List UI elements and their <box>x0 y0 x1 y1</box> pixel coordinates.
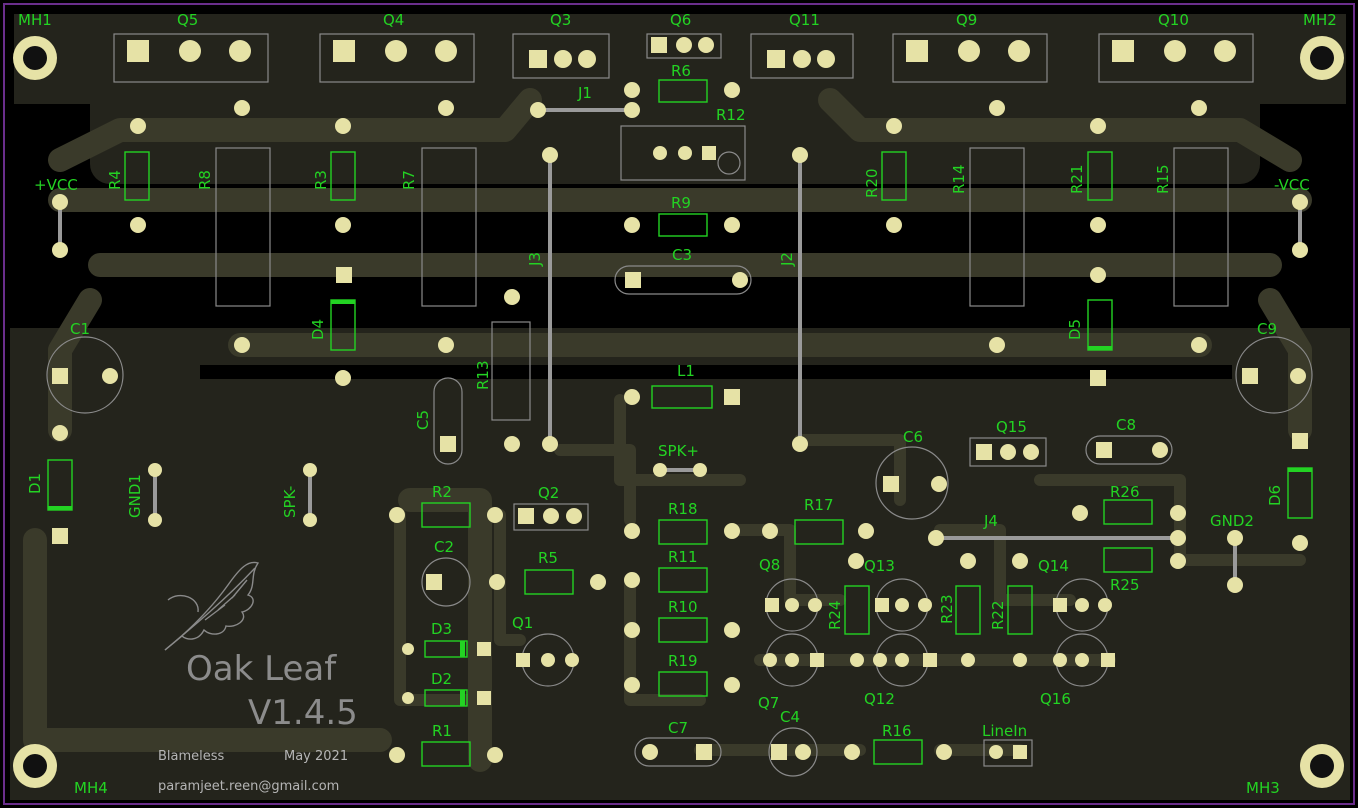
label-d6: D6 <box>1266 485 1284 506</box>
label-r10: R10 <box>668 598 698 616</box>
label-r4: R4 <box>106 170 124 190</box>
label-d1: D1 <box>26 473 44 494</box>
board-version: V1.4.5 <box>248 693 358 733</box>
label-j4: J4 <box>983 512 998 530</box>
label-r7: R7 <box>400 170 418 190</box>
label-q16: Q16 <box>1040 690 1071 708</box>
label-c1: C1 <box>70 320 90 338</box>
label-q15: Q15 <box>996 418 1027 436</box>
label-c3: C3 <box>672 246 692 264</box>
label-vcc-neg: -VCC <box>1274 176 1310 194</box>
board-email: paramjeet.reen@gmail.com <box>158 779 339 794</box>
label-d4: D4 <box>309 319 327 340</box>
label-j2: J2 <box>778 252 796 267</box>
label-c9: C9 <box>1257 320 1277 338</box>
label-r23: R23 <box>938 594 956 624</box>
label-d5: D5 <box>1066 319 1084 340</box>
label-c6: C6 <box>903 428 923 446</box>
label-c7: C7 <box>668 719 688 737</box>
label-r16: R16 <box>882 722 912 740</box>
oak-leaf-logo <box>164 561 260 651</box>
label-q13: Q13 <box>864 557 895 575</box>
label-linein: LineIn <box>982 722 1027 740</box>
mounting-hole-mh4 <box>13 744 57 788</box>
label-spk-neg: SPK- <box>281 486 299 518</box>
label-q8: Q8 <box>759 556 780 574</box>
label-mh1: MH1 <box>18 11 52 29</box>
label-r12: R12 <box>716 106 746 124</box>
label-r21: R21 <box>1068 164 1086 194</box>
label-mh2: MH2 <box>1303 11 1337 29</box>
board-title: Oak Leaf <box>186 649 337 689</box>
label-q7: Q7 <box>758 694 779 712</box>
mounting-hole-mh1 <box>13 36 57 80</box>
label-q12: Q12 <box>864 690 895 708</box>
label-c8: C8 <box>1116 416 1136 434</box>
mounting-hole-mh2 <box>1300 36 1344 80</box>
label-r22: R22 <box>989 600 1007 630</box>
label-q11: Q11 <box>789 11 820 29</box>
label-r24: R24 <box>826 600 844 630</box>
label-d3: D3 <box>431 620 452 638</box>
label-q4: Q4 <box>383 11 404 29</box>
label-r11: R11 <box>668 548 698 566</box>
label-r15: R15 <box>1154 164 1172 194</box>
label-q14: Q14 <box>1038 557 1069 575</box>
label-r8: R8 <box>196 170 214 190</box>
label-gnd2: GND2 <box>1210 512 1254 530</box>
label-l1: L1 <box>677 362 695 380</box>
label-r18: R18 <box>668 500 698 518</box>
label-c2: C2 <box>434 538 454 556</box>
label-q6: Q6 <box>670 11 691 29</box>
label-r26: R26 <box>1110 483 1140 501</box>
label-c4: C4 <box>780 708 800 726</box>
mounting-hole-mh3 <box>1300 744 1344 788</box>
label-spk-pos: SPK+ <box>658 442 699 460</box>
label-r14: R14 <box>950 164 968 194</box>
diode-markers <box>48 300 1312 706</box>
label-r17: R17 <box>804 496 834 514</box>
mounting-holes <box>13 36 1344 788</box>
label-r19: R19 <box>668 652 698 670</box>
label-r9: R9 <box>671 194 691 212</box>
label-r1: R1 <box>432 722 452 740</box>
label-r5: R5 <box>538 549 558 567</box>
label-gnd1: GND1 <box>126 474 144 518</box>
label-mh3: MH3 <box>1246 779 1280 797</box>
label-r25: R25 <box>1110 576 1140 594</box>
board-design: Blameless <box>158 749 225 764</box>
label-q9: Q9 <box>956 11 977 29</box>
label-r2: R2 <box>432 483 452 501</box>
label-r6: R6 <box>671 62 691 80</box>
board-edge <box>3 3 1355 805</box>
board-date: May 2021 <box>284 749 348 764</box>
label-j3: J3 <box>526 252 544 267</box>
pads <box>52 37 1308 763</box>
label-q10: Q10 <box>1158 11 1189 29</box>
label-q5: Q5 <box>177 11 198 29</box>
label-q2: Q2 <box>538 484 559 502</box>
label-j1: J1 <box>577 84 592 102</box>
silk-labels: MH1 MH2 MH3 MH4 Q5 Q4 Q3 Q6 Q11 Q9 Q10 R… <box>18 11 1337 797</box>
label-vcc-pos: +VCC <box>34 176 78 194</box>
label-d2: D2 <box>431 670 452 688</box>
label-r20: R20 <box>863 168 881 198</box>
label-mh4: MH4 <box>74 779 108 797</box>
label-c5: C5 <box>414 410 432 430</box>
label-q3: Q3 <box>550 11 571 29</box>
component-outlines <box>46 33 1313 777</box>
traces <box>23 88 1312 772</box>
label-r13: R13 <box>474 360 492 390</box>
label-q1: Q1 <box>512 614 533 632</box>
label-r3: R3 <box>312 170 330 190</box>
